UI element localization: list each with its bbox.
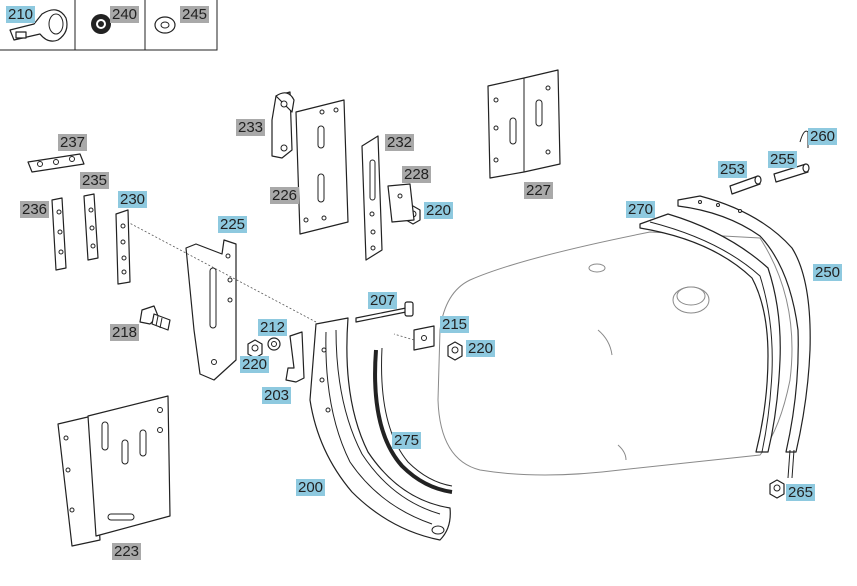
nut-220-a bbox=[447, 341, 463, 361]
plate-236 bbox=[51, 197, 67, 271]
label-228: 228 bbox=[402, 166, 432, 183]
long-bolt-207 bbox=[355, 301, 414, 323]
legend-box bbox=[0, 0, 218, 51]
label-235: 235 bbox=[80, 172, 110, 189]
plate-223 bbox=[57, 395, 171, 547]
angle-bracket-215 bbox=[393, 325, 435, 351]
label-233: 233 bbox=[236, 119, 266, 136]
label-250: 250 bbox=[813, 264, 843, 281]
label-275: 275 bbox=[392, 432, 422, 449]
washer-212 bbox=[267, 337, 281, 351]
label-245: 245 bbox=[180, 6, 210, 23]
strip-237 bbox=[27, 153, 85, 173]
nut-220-c bbox=[247, 339, 263, 359]
label-240: 240 bbox=[110, 6, 140, 23]
label-236: 236 bbox=[20, 201, 50, 218]
rubber-strip-275 bbox=[373, 347, 453, 494]
cable-clip-icon bbox=[9, 9, 68, 42]
plate-235 bbox=[83, 193, 99, 261]
label-218: 218 bbox=[110, 324, 140, 341]
label-220-left: 220 bbox=[240, 356, 270, 373]
nut-265 bbox=[769, 479, 785, 499]
clip-203 bbox=[285, 331, 305, 383]
label-210: 210 bbox=[6, 6, 36, 23]
rubber-strap-270 bbox=[639, 213, 781, 453]
bolt-218 bbox=[139, 305, 171, 331]
label-225: 225 bbox=[218, 216, 248, 233]
label-265: 265 bbox=[786, 484, 816, 501]
plate-227 bbox=[487, 69, 561, 179]
tank-strap-250 bbox=[677, 195, 811, 479]
spring-clip-260 bbox=[799, 130, 809, 148]
label-270: 270 bbox=[626, 201, 656, 218]
label-227: 227 bbox=[524, 182, 554, 199]
label-207: 207 bbox=[368, 292, 398, 309]
bracket-225 bbox=[119, 217, 317, 381]
sleeve-253 bbox=[729, 175, 762, 195]
bracket-233 bbox=[271, 91, 295, 159]
label-232: 232 bbox=[385, 134, 415, 151]
plate-230 bbox=[115, 209, 131, 285]
label-200: 200 bbox=[296, 479, 326, 496]
label-223: 223 bbox=[112, 543, 142, 560]
label-212: 212 bbox=[258, 319, 288, 336]
bracket-228 bbox=[387, 183, 415, 223]
label-230: 230 bbox=[118, 191, 148, 208]
bracket-200 bbox=[309, 317, 451, 541]
grommet-icon bbox=[91, 14, 111, 34]
label-253: 253 bbox=[718, 161, 748, 178]
label-255: 255 bbox=[768, 151, 798, 168]
label-203: 203 bbox=[262, 387, 292, 404]
label-237: 237 bbox=[58, 134, 88, 151]
washer-icon bbox=[154, 16, 176, 34]
label-220-upper: 220 bbox=[424, 202, 454, 219]
label-215: 215 bbox=[440, 316, 470, 333]
label-260: 260 bbox=[808, 128, 838, 145]
label-226: 226 bbox=[270, 187, 300, 204]
label-220-right: 220 bbox=[466, 340, 496, 357]
plate-226 bbox=[295, 99, 349, 235]
plate-232 bbox=[361, 135, 383, 261]
